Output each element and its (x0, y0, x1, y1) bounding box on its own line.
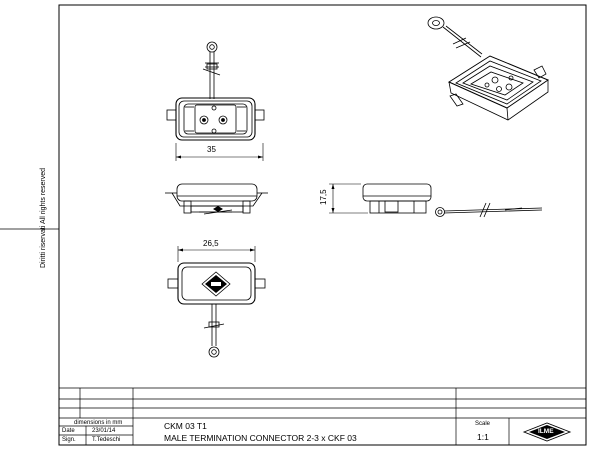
side-view-connector (362, 183, 543, 218)
title-block-grid (59, 387, 586, 445)
dimension-bottom-width-label: 26,5 (203, 239, 219, 248)
sign-label: Sign. (62, 437, 76, 443)
dimension-height-label: 17,5 (319, 189, 328, 205)
dimension-height (329, 183, 368, 214)
rights-reserved-english: All rights reserved (40, 167, 47, 224)
sheet-frame (58, 4, 587, 446)
bottom-view-connector (167, 262, 266, 358)
units-note: dimensions in mm (74, 420, 123, 426)
sign-value: T.Tedeschi (92, 437, 121, 443)
drawing-description: MALE TERMINATION CONNECTOR 2-3 x CKF 03 (164, 433, 357, 443)
dimension-top-width (175, 143, 264, 161)
isometric-view-connector (427, 16, 550, 121)
scale-label: Scale (475, 421, 491, 427)
front-view-connector (165, 183, 268, 215)
logo-text: ILME (538, 428, 554, 435)
scale-value: 1:1 (477, 432, 489, 442)
dimension-top-width-label: 35 (207, 145, 216, 154)
date-value: 23/01/14 (92, 428, 116, 434)
ilme-logo (522, 422, 572, 442)
top-view-connector (166, 41, 265, 141)
drawing-code: CKM 03 T1 (164, 421, 207, 431)
rights-reserved-italian: Diritti riservati (40, 225, 47, 268)
date-label: Date (62, 428, 75, 434)
dimension-bottom-width (177, 246, 256, 262)
